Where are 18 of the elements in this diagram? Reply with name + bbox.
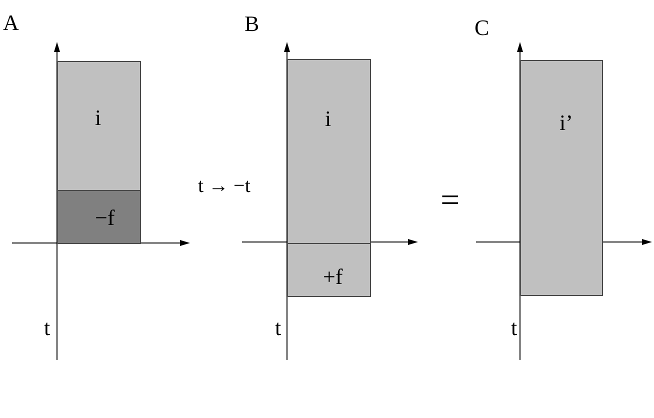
equals-sign: = xyxy=(440,184,460,218)
shaded-region xyxy=(520,60,603,296)
transformation-label: t → −t xyxy=(198,176,250,196)
shaded-region xyxy=(57,61,141,191)
axis-label: t xyxy=(44,317,50,339)
shaded-region xyxy=(287,243,371,297)
shaded-region xyxy=(57,190,141,244)
region-label: −f xyxy=(95,207,115,229)
panel-letter: B xyxy=(244,13,260,35)
panel-letter: C xyxy=(474,17,490,39)
axis-label: t xyxy=(275,317,282,339)
region-label: i xyxy=(95,107,102,129)
panel-letter: A xyxy=(3,12,19,34)
shaded-region xyxy=(287,59,371,244)
region-label: i xyxy=(325,108,332,130)
region-label: +f xyxy=(323,266,343,288)
region-label: i’ xyxy=(560,112,573,134)
axis-label: t xyxy=(511,317,518,339)
